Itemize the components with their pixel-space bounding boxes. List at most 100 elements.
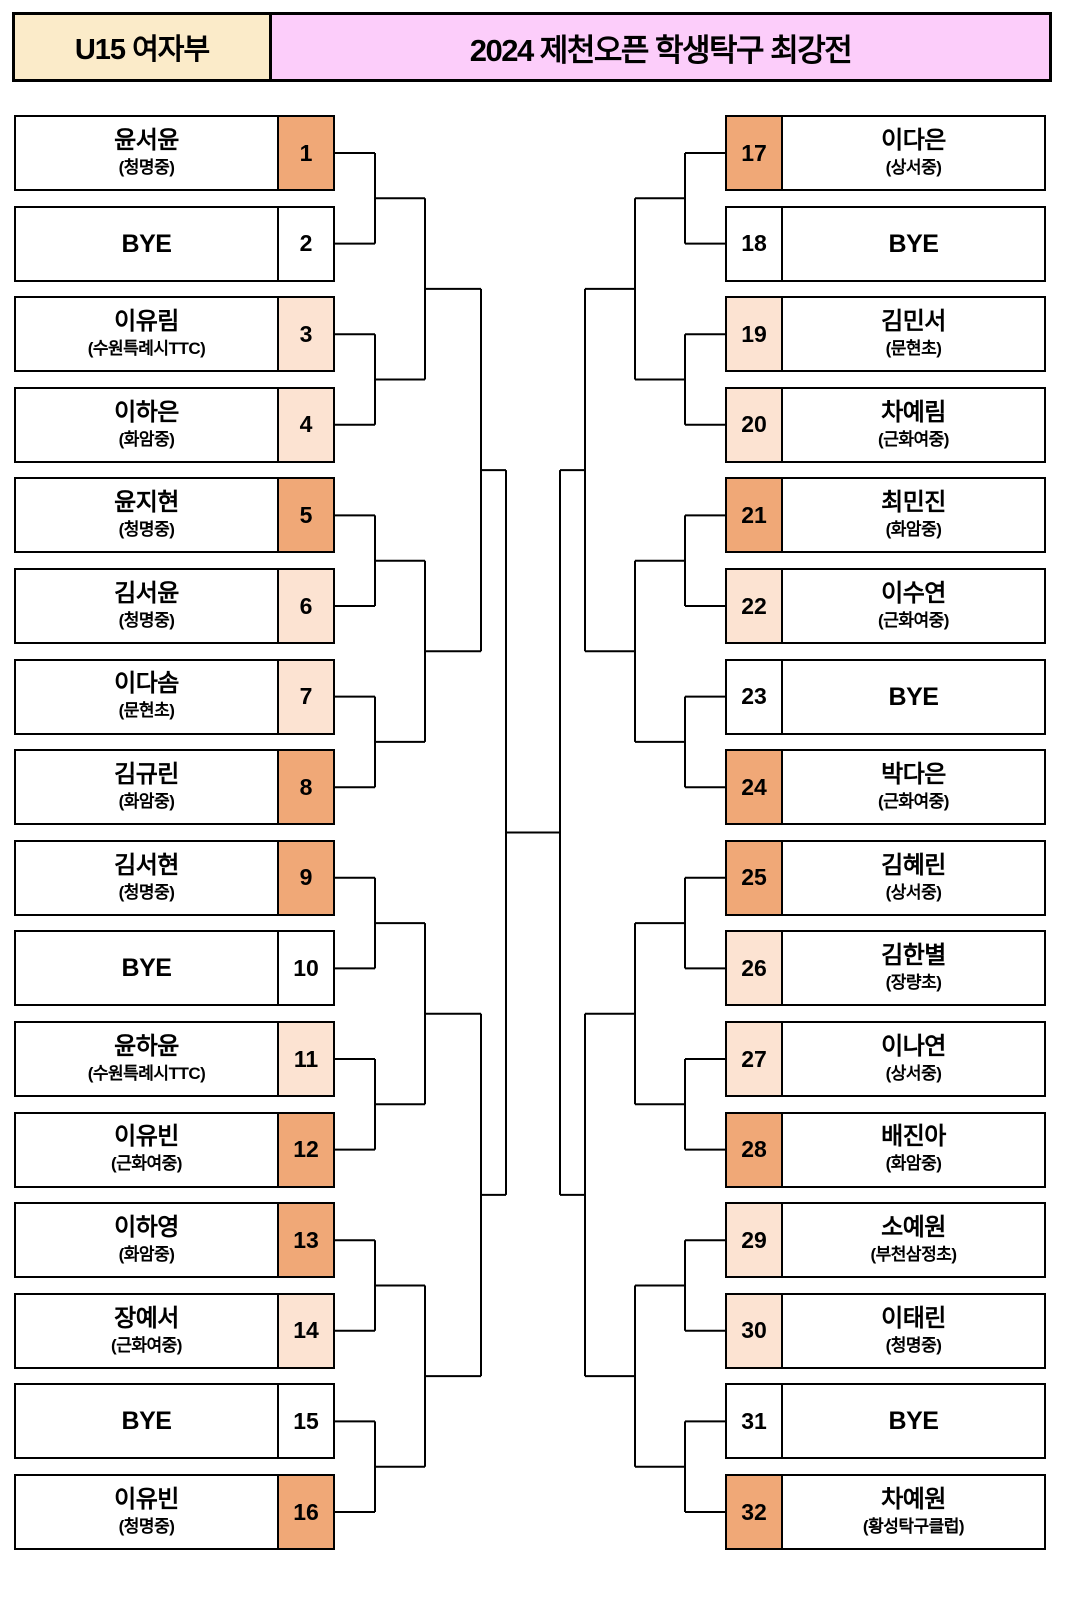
player-cell: 이유림(수원특례시TTC) [16, 298, 277, 370]
player-cell: 장예서(근화여중) [16, 1295, 277, 1367]
bracket-slot-1[interactable]: 1 윤서윤(청명중) [14, 115, 335, 191]
left-r2-match-2 [375, 559, 426, 743]
bracket-slot-9[interactable]: 9 김서현 (청명중) [14, 839, 335, 916]
title-banner: 2024 제천오픈 학생탁구 최강전 [272, 15, 1049, 79]
player-name: 윤서윤 [114, 126, 179, 154]
seed-number-cell: 28 [727, 1113, 783, 1186]
player-name: BYE [888, 229, 939, 258]
right-r4-match-1 [559, 469, 585, 1196]
seed-number-cell: 14 [277, 1294, 333, 1367]
player-cell: 이다솜(문현초) [16, 661, 277, 733]
player-name: 김서현 [114, 851, 179, 879]
player-club: (상서중) [885, 157, 942, 177]
seed-number: 18 [741, 230, 767, 257]
seed-number: 13 [293, 1226, 319, 1253]
seed-number-cell: 12 [277, 1113, 333, 1186]
seed-number-cell: 26 [727, 932, 783, 1005]
player-club: (화암중) [885, 1154, 942, 1174]
player-cell: 김규린(화암중) [16, 751, 277, 823]
player-club: (화암중) [118, 429, 175, 449]
left-r1-match-2 [335, 333, 376, 426]
player-club: (문현초) [885, 338, 942, 358]
player-cell: 김서윤(청명중) [16, 570, 277, 642]
player-club: (청명중) [118, 882, 175, 902]
right-r1-match-1 [684, 152, 725, 245]
seed-number-cell: 1 [277, 117, 333, 189]
seed-number-cell: 25 [727, 841, 783, 914]
seed-number-cell: 13 [277, 1204, 333, 1277]
player-cell: 이하영(화암중) [16, 1204, 277, 1276]
player-cell: 최민진(화암중) [783, 479, 1044, 551]
player-cell: 김한별(장량초) [783, 932, 1044, 1004]
seed-number-cell: 21 [727, 479, 783, 552]
right-r2-match-4 [634, 1284, 685, 1468]
seed-number-cell: 17 [727, 117, 783, 189]
player-club: (장량초) [885, 973, 942, 993]
bracket-slot-3[interactable]: 3 이유림(수원특례시TTC) [14, 296, 335, 373]
category-label: U15 여자부 [74, 34, 210, 66]
player-name: 차예림 [881, 398, 946, 426]
player-cell: 차예원(황성탁구클럽) [783, 1476, 1044, 1548]
left-r2-match-1 [375, 197, 426, 381]
bracket-slot-18[interactable]: 18 BYE [725, 205, 1046, 282]
player-cell: BYE [783, 1385, 1044, 1457]
bracket-slot-13[interactable]: 13 이하영(화암중) [14, 1202, 335, 1279]
seed-number-cell: 31 [727, 1385, 783, 1458]
bracket-slot-21[interactable]: 21 최민진(화암중) [725, 477, 1046, 554]
player-club: (상서중) [885, 1063, 942, 1083]
player-club: (화암중) [118, 791, 175, 811]
player-name: BYE [121, 1407, 172, 1436]
seed-number-cell: 9 [277, 841, 333, 914]
player-club: (청명중) [118, 520, 175, 540]
bracket-slot-31[interactable]: 31 BYE [725, 1383, 1046, 1460]
seed-number: 3 [299, 320, 313, 347]
seed-number-cell: 16 [277, 1476, 333, 1548]
right-r3-match-1 [584, 287, 635, 653]
player-cell: BYE [16, 208, 277, 280]
seed-number-cell: 5 [277, 479, 333, 552]
right-r1-match-7 [684, 1239, 725, 1332]
player-club: (근화여중) [111, 1154, 182, 1174]
player-club: (수원특례시TTC) [87, 1063, 206, 1083]
player-club: (부천삼정초) [870, 1244, 957, 1264]
right-r3-match-2 [584, 1012, 635, 1378]
right-r1-match-8 [684, 1420, 725, 1513]
seed-number: 1 [299, 139, 313, 166]
seed-number: 20 [741, 411, 767, 438]
player-cell: 김혜린(상서중) [783, 842, 1044, 914]
seed-number: 10 [293, 954, 319, 981]
player-name: 박다은 [881, 760, 946, 788]
seed-number-cell: 20 [727, 388, 783, 461]
player-name: 이하은 [114, 398, 179, 426]
seed-number: 24 [741, 773, 767, 800]
player-name: BYE [888, 1407, 939, 1436]
player-cell: 윤서윤(청명중) [16, 117, 277, 189]
seed-number: 21 [741, 501, 767, 528]
player-cell: 이하은 (화암중) [16, 389, 277, 461]
